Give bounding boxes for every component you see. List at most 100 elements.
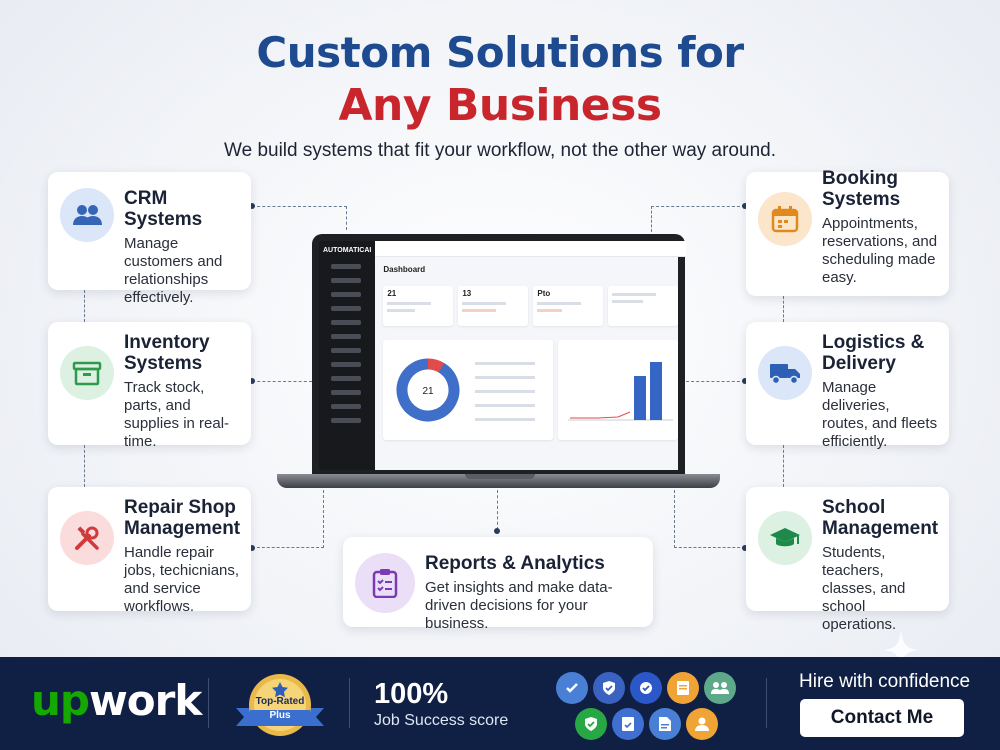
sidebar-nav-item [331,278,361,283]
connector-booking [651,206,745,232]
footer-divider [349,678,350,728]
card-crm-systems[interactable]: CRM Systems Manage customers and relatio… [48,172,251,306]
job-success-percent: 100% [374,678,449,710]
sidebar-nav-item [331,418,361,423]
card-title: Booking Systems [822,168,901,210]
card-reports-analytics[interactable]: Reports & Analytics Get insights and mak… [343,537,653,632]
donut-chart: 21 [396,358,536,422]
sparkle-icon [884,630,918,670]
connector-left-vertical [84,445,85,487]
connector-dot [742,203,748,209]
box-icon [60,346,114,400]
stat-card [608,286,679,326]
users-icon [60,188,114,242]
calendar-icon [758,192,812,246]
dashboard-title: Dashboard [383,265,426,274]
contract-badge-icon [612,708,644,740]
sidebar-nav-item [331,334,361,339]
bar-chart-panel [558,340,679,440]
footer-divider [766,678,767,728]
connector-reports [497,490,498,530]
connector-left-vertical [84,290,85,322]
connector-dot [249,203,255,209]
connector-dot [742,378,748,384]
connector-dot [249,545,255,551]
laptop-base [277,474,720,488]
connector-crm [252,206,347,230]
sidebar-nav-item [331,404,361,409]
laptop-notch [465,474,535,479]
dashboard-panels: 21 [383,340,679,440]
stat-card: 21 [383,286,454,326]
sidebar-nav-item [331,376,361,381]
connector-right-vertical [783,445,784,487]
team-badge-icon [704,672,736,704]
sidebar-nav-item [331,306,361,311]
clipboard-icon [355,553,415,613]
connector-logistics [686,381,745,382]
shield-check-icon [593,672,625,704]
card-description: Manage customers and relationships effec… [124,235,223,306]
check-badge-icon [556,672,588,704]
stat-card: Pto [533,286,604,326]
connector-repair [252,490,324,548]
donut-panel: 21 [383,340,554,440]
connector-dot [494,528,500,534]
dashboard-preview: AUTOMATICAI Dashboard 21 13 [319,241,687,470]
hire-tagline: Hire with confidence [799,671,971,692]
card-title: Reports & Analytics [425,553,605,574]
sidebar-nav-item [331,264,361,269]
footer-divider [208,678,209,728]
contact-me-button[interactable]: Contact Me [800,699,964,737]
upwork-logo[interactable]: upwork [31,676,202,725]
connector-dot [249,378,255,384]
card-title: Logistics & Delivery [822,332,925,374]
skill-badges [553,672,743,740]
card-description: Get insights and make data-driven decisi… [425,579,613,632]
dashboard-sidebar: AUTOMATICAI [319,241,376,470]
sidebar-nav-item [331,320,361,325]
page-subtitle: We build systems that fit your workflow,… [224,140,776,161]
stat-value: 13 [462,289,472,298]
dashboard-main: Dashboard 21 13 Pto 21 [375,241,687,470]
card-inventory-systems[interactable]: Inventory Systems Track stock, parts, an… [48,322,251,450]
card-description: Appointments, reservations, and scheduli… [822,215,938,286]
upwork-logo-work: work [88,676,202,725]
card-description: Handle repair jobs, techicnians, and ser… [124,544,240,615]
sidebar-nav-item [331,362,361,367]
card-title: Inventory Systems [124,332,210,374]
dashboard-brand: AUTOMATICAI [323,247,372,254]
tools-icon [60,511,114,565]
card-repair-shop-management[interactable]: Repair Shop Management Handle repair job… [48,487,251,615]
dashboard-stats: 21 13 Pto [383,286,679,326]
truck-icon [758,346,812,400]
sidebar-nav-item [331,390,361,395]
card-title: CRM Systems [124,188,203,230]
page-title-line1: Custom Solutions for [256,28,744,77]
badge-label-top-rated: Top-Rated [255,696,305,707]
bar-chart [568,362,674,421]
stat-card: 13 [458,286,529,326]
upwork-logo-up: up [31,676,90,725]
connector-inventory [252,381,312,382]
file-badge-icon [649,708,681,740]
graduation-cap-icon [758,511,812,565]
connector-dot [742,545,748,551]
card-logistics-delivery[interactable]: Logistics & Delivery Manage deliveries, … [746,322,949,450]
sidebar-nav-item [331,348,361,353]
card-booking-systems[interactable]: Booking Systems Appointments, reservatio… [746,168,949,296]
document-badge-icon [667,672,699,704]
verified-badge-icon [630,672,662,704]
stat-value: 21 [387,289,397,298]
card-title: Repair Shop Management [124,497,241,539]
card-school-management[interactable]: School Management Students, teachers, cl… [746,487,949,633]
badge-label-plus: Plus [269,710,291,721]
job-success-label: Job Success score [374,712,509,729]
top-rated-plus-badge: Top-Rated Plus [234,672,326,742]
card-description: Track stock, parts, and supplies in real… [124,379,230,450]
connector-school [674,490,745,548]
user-badge-icon [686,708,718,740]
card-title: School Management [822,497,939,539]
card-description: Students, teachers, classes, and school … [822,544,906,633]
